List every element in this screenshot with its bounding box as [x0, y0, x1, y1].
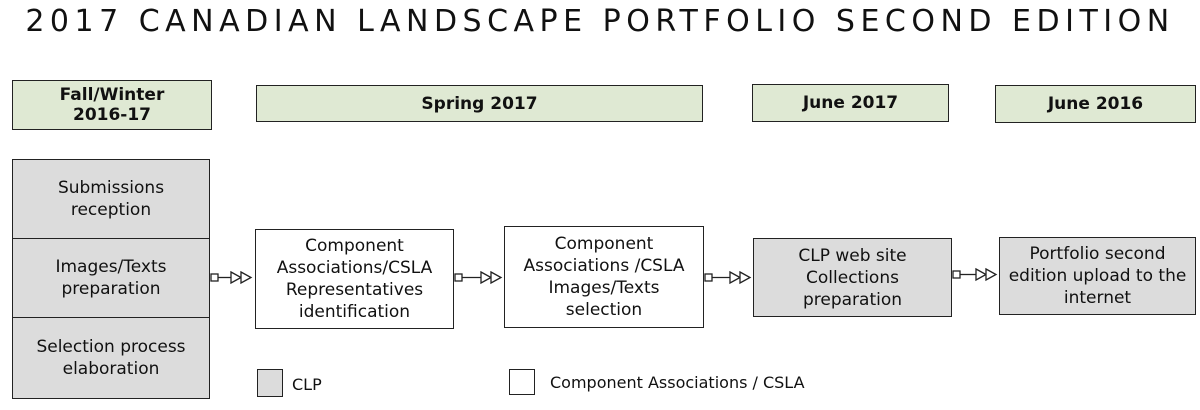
connector-arrow-2: [454, 270, 503, 285]
step-selection-process-elaboration: Selection process elaboration: [12, 317, 210, 399]
phase-spring-2017: Spring 2017: [256, 85, 703, 122]
step-images-texts-preparation: Images/Texts preparation: [12, 238, 210, 318]
connector-arrow-1: [210, 270, 253, 285]
legend-clp-label: CLP: [292, 375, 322, 394]
legend-csla-swatch: [509, 369, 535, 395]
connector-arrow-3: [704, 270, 752, 285]
connector-arrow-4: [952, 267, 998, 282]
step-images-texts-selection: Component Associations /CSLA Images/Text…: [504, 226, 704, 328]
legend-csla-label: Component Associations / CSLA: [550, 373, 805, 392]
step-portfolio-upload: Portfolio second edition upload to the i…: [999, 237, 1196, 315]
step-representatives-identification: Component Associations/CSLA Representati…: [255, 229, 454, 329]
legend-clp-swatch: [257, 369, 283, 397]
step-web-site-collections-preparation: CLP web site Collections preparation: [753, 238, 952, 317]
phase-june-2016: June 2016: [995, 85, 1196, 123]
step-submissions-reception: Submissions reception: [12, 159, 210, 239]
phase-fall-winter: Fall/Winter 2016-17: [12, 80, 212, 130]
phase-june-2017: June 2017: [752, 84, 949, 122]
diagram-title: 2017 CANADIAN LANDSCAPE PORTFOLIO SECOND…: [25, 4, 1175, 39]
